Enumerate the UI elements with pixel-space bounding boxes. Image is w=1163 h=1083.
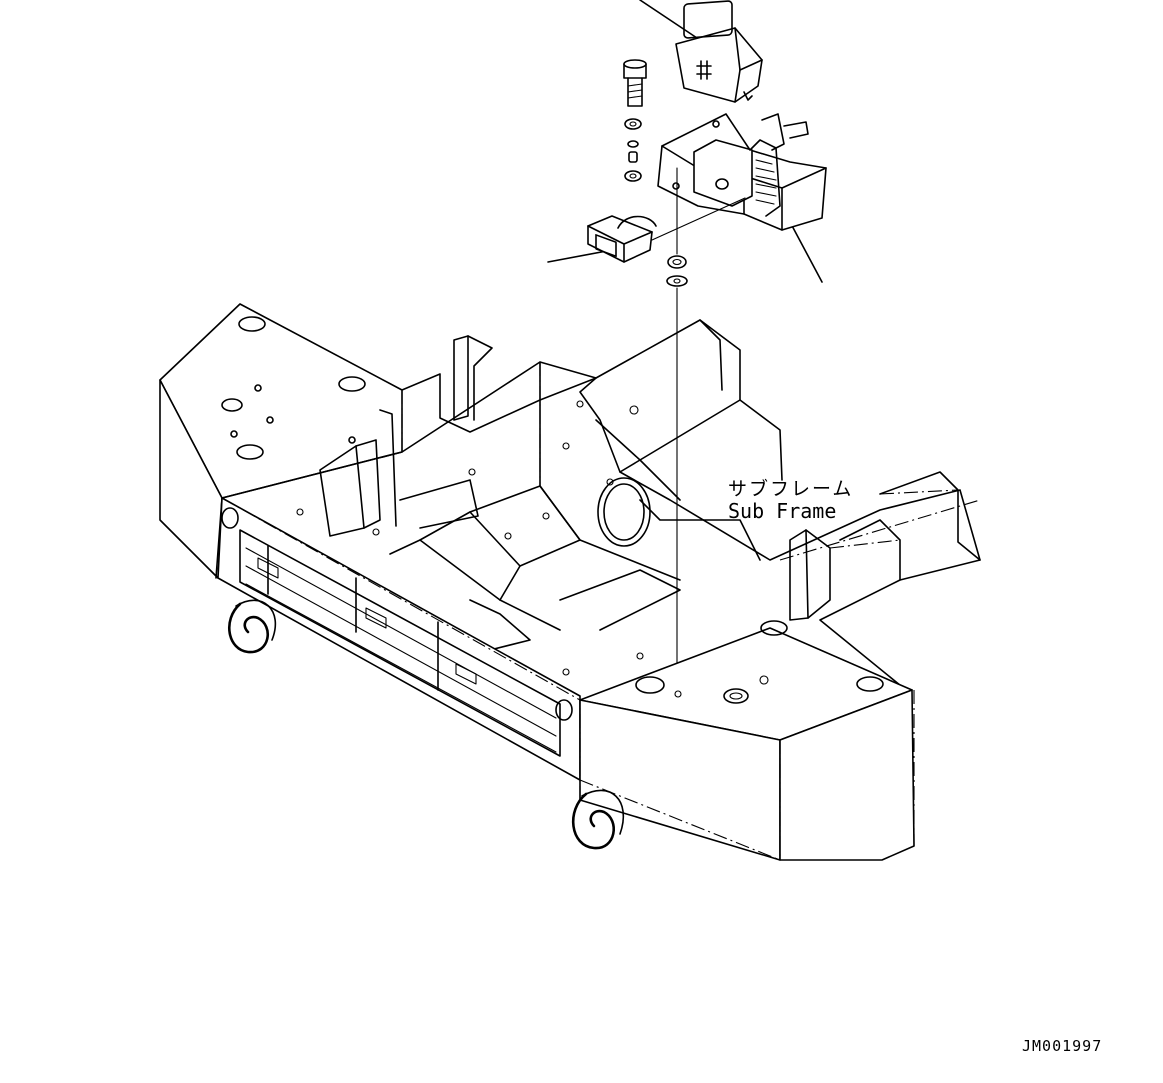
lifting-eyes [228,599,625,850]
signal-lamp [587,197,746,263]
lamp-bracket [657,113,827,231]
drawing-code: JM001997 [1022,1037,1103,1055]
hidden-lines [159,303,981,861]
nut-washer [666,167,688,691]
work-lamp [675,0,763,103]
subframe-label-english: Sub Frame [728,499,837,523]
sub-frame [159,303,981,861]
leader-lines [547,0,823,283]
subframe-label-japanese: サブフレーム [728,478,854,500]
bolt-stack [623,59,647,182]
